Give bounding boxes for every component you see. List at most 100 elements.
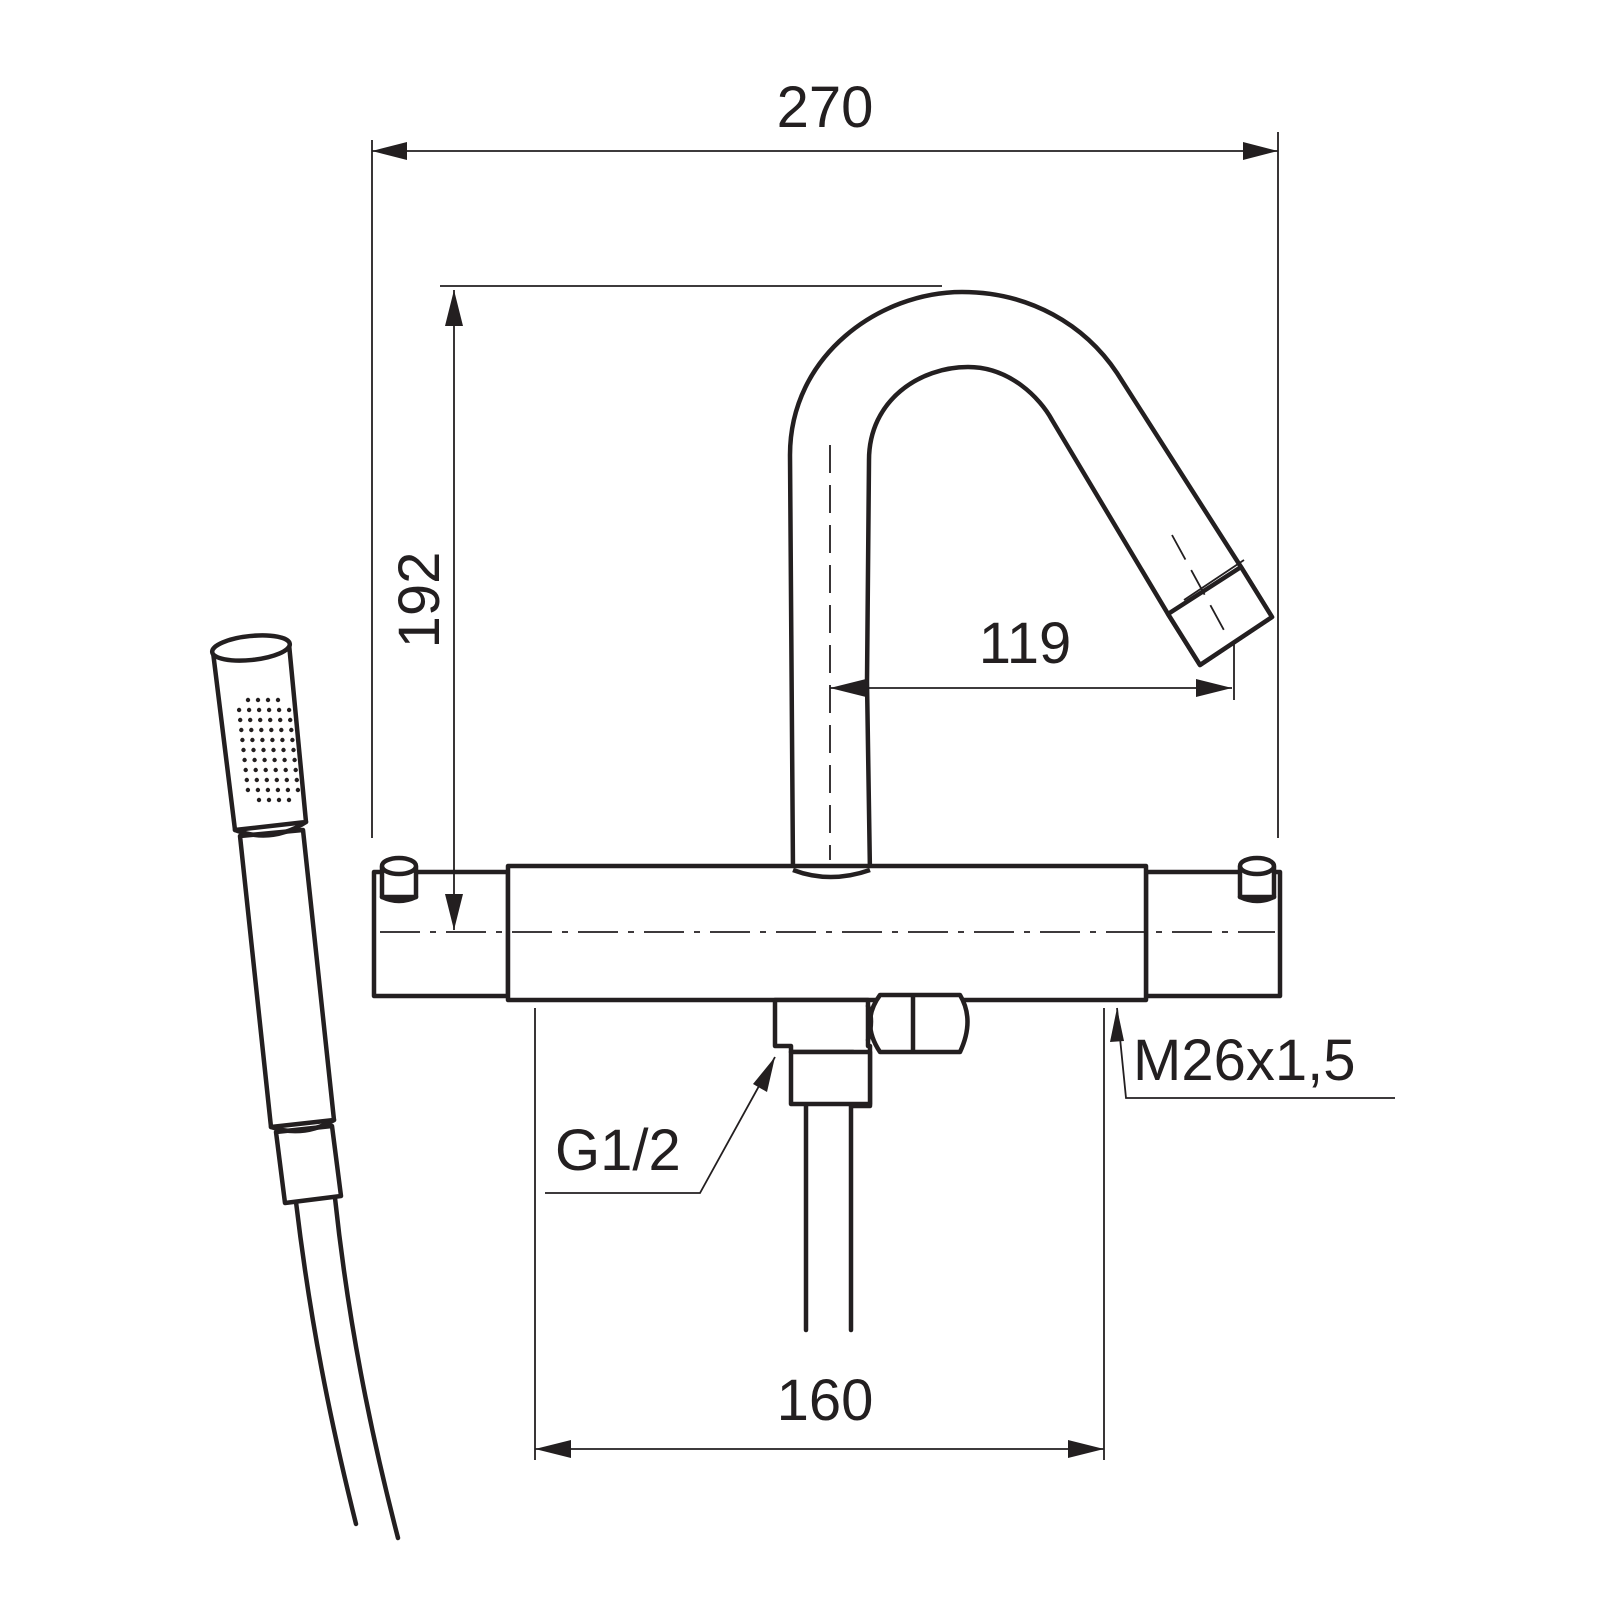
spout-base-collar: [792, 867, 871, 880]
spray-nozzle-dot: [290, 737, 295, 743]
spray-nozzle-dot: [282, 757, 287, 763]
spray-nozzle-dot: [239, 727, 244, 733]
g12-thread-label: G1/2: [555, 1118, 681, 1183]
spray-nozzle-dot: [293, 767, 298, 773]
spray-nozzle-dot: [269, 727, 274, 733]
spray-nozzle-dot: [264, 777, 269, 783]
spray-nozzle-dot: [266, 797, 272, 803]
spray-nozzle-dot: [260, 737, 265, 743]
spray-nozzle-dot: [238, 717, 243, 723]
g12-leader-line: [545, 1056, 776, 1194]
spray-nozzle-dot: [265, 697, 271, 703]
spray-nozzle-dot: [266, 707, 272, 713]
spray-nozzle-dot: [289, 727, 294, 733]
spray-nozzle-dot: [256, 707, 262, 713]
spray-nozzle-dot: [270, 737, 275, 743]
shower-grip-band: [268, 1117, 337, 1134]
spray-nozzle-dot: [251, 747, 256, 753]
spray-nozzle-dot: [241, 747, 246, 753]
spray-nozzle-dot: [255, 787, 261, 793]
spray-nozzle-dot: [256, 797, 262, 803]
spray-nozzle-dot: [248, 717, 253, 723]
dim-119-label: 119: [979, 611, 1071, 676]
spray-nozzle-dot: [286, 707, 292, 713]
spout-tip-edge-line: [1183, 559, 1245, 601]
spray-nozzle-dot: [284, 777, 289, 783]
diverter-knob: [867, 992, 970, 1055]
spray-nozzle-dot: [252, 757, 257, 763]
right-mounting-knob: [1237, 855, 1277, 904]
spray-nozzle-dot: [276, 797, 282, 803]
spray-nozzle-dot: [271, 747, 276, 753]
m26-thread-label: M26x1,5: [1133, 1028, 1355, 1093]
dim-160-arrow-left: [535, 1440, 571, 1458]
spray-nozzle-dot: [245, 787, 251, 793]
spray-nozzle-dot: [276, 707, 282, 713]
spray-nozzle-dot: [294, 777, 299, 783]
spray-nozzle-dot: [274, 777, 279, 783]
spray-nozzle-dot: [255, 697, 261, 703]
dim-192-arrow-top: [445, 290, 463, 326]
spray-nozzle-dot: [268, 717, 273, 723]
shower-head-bottom-band: [232, 819, 309, 838]
spray-nozzle-dot: [253, 767, 258, 773]
spray-nozzle-dot: [288, 717, 293, 723]
dim-192-arrow-bottom: [445, 894, 463, 930]
spray-nozzle-dot: [292, 757, 297, 763]
spray-nozzle-dot: [286, 797, 292, 803]
spray-nozzle-dot: [244, 777, 249, 783]
outlet-fitting-lower: [788, 1049, 873, 1107]
spray-nozzle-dot: [243, 767, 248, 773]
shower-hose-right-edge: [332, 1195, 401, 1541]
shower-hose-left-edge: [293, 1199, 359, 1527]
spray-nozzle-dot: [263, 767, 268, 773]
spray-nozzle-dot: [240, 737, 245, 743]
mixer-body: [371, 855, 1283, 1333]
spray-nozzle-dot: [250, 737, 255, 743]
dim-119-arrow-left: [830, 679, 866, 697]
spray-nozzle-dot: [279, 727, 284, 733]
dim-160-arrow-right: [1068, 1440, 1104, 1458]
spray-nozzle-dot: [245, 697, 251, 703]
spray-nozzle-dot: [242, 757, 247, 763]
spray-nozzle-dot: [262, 757, 267, 763]
spray-nozzle-dot: [283, 767, 288, 773]
spray-nozzle-dot: [261, 747, 266, 753]
shower-spray-nozzles: [236, 697, 301, 803]
diverter-knob-collar: [865, 1003, 874, 1043]
shower-grip: [237, 827, 337, 1130]
spray-nozzle-dot: [259, 727, 264, 733]
hand-shower: [209, 633, 401, 1541]
spray-nozzle-dot: [272, 757, 277, 763]
spray-nozzle-dot: [291, 747, 296, 753]
spray-nozzle-dot: [280, 737, 285, 743]
spray-nozzle-dot: [281, 747, 286, 753]
shower-head-top-ellipse: [209, 633, 293, 663]
dim-270-arrow-left: [372, 142, 407, 160]
spray-nozzle-dot: [278, 717, 283, 723]
left-mounting-knob: [379, 855, 419, 904]
spout-nozzle: [1165, 564, 1275, 668]
g12-leader-arrow: [753, 1057, 775, 1092]
spray-nozzle-dot: [246, 707, 252, 713]
spray-nozzle-dot: [254, 777, 259, 783]
spray-nozzle-dot: [275, 697, 281, 703]
dim-192-label: 192: [387, 552, 452, 649]
dim-160-label: 160: [777, 1368, 874, 1433]
shower-collar-lower: [273, 1123, 344, 1206]
m26-leader-arrow: [1110, 1008, 1124, 1042]
dim-270-label: 270: [777, 75, 874, 140]
spray-nozzle-dot: [258, 717, 263, 723]
spray-nozzle-dot: [295, 787, 301, 793]
spray-nozzle-dot: [265, 787, 271, 793]
spout: [787, 289, 1275, 877]
dim-270-arrow-right: [1243, 142, 1278, 160]
spout-tube: [787, 289, 1275, 877]
dim-119-arrow-right: [1196, 679, 1232, 697]
spray-nozzle-dot: [285, 787, 291, 793]
central-body: [505, 863, 1149, 1003]
spray-nozzle-dot: [275, 787, 281, 793]
spout-tip-centerline: [1171, 534, 1226, 633]
spray-nozzle-dot: [249, 727, 254, 733]
